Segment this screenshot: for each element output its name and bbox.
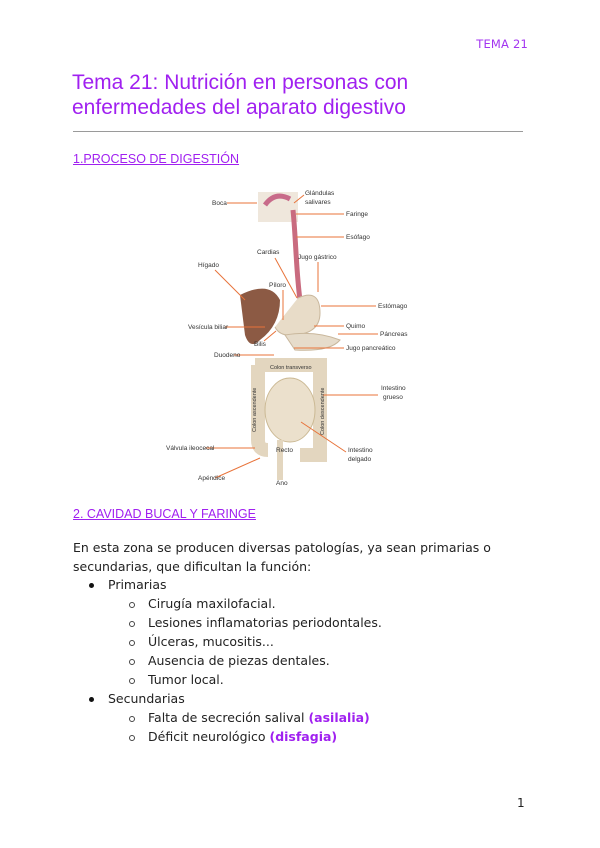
list-item: Ausencia de piezas dentales. — [129, 653, 330, 668]
list-item: Úlceras, mucositis... — [129, 634, 274, 649]
label-salivares: salivares — [305, 199, 331, 206]
label-boca: Boca — [212, 200, 227, 207]
label-intestino-delgado: Intestino — [348, 447, 373, 454]
list-text: Falta de secreción salival — [148, 710, 309, 725]
list-text: Cirugía maxilofacial. — [148, 596, 276, 611]
highlight-term: (disfagia) — [269, 729, 338, 744]
label-valvula-ileocecal: Válvula ileocecal — [166, 445, 215, 452]
list-item: Tumor local. — [129, 672, 224, 687]
header-topic-tag: TEMA 21 — [476, 37, 528, 51]
label-cardias: Cardias — [257, 249, 280, 256]
label-colon-ascendente: Colon ascendente — [252, 388, 258, 432]
intro-paragraph: En esta zona se producen diversas patolo… — [73, 540, 491, 574]
label-jugo-gastrico: Jugo gástrico — [298, 254, 337, 261]
label-ano: Ano — [276, 480, 288, 487]
label-glandulas: Glándulas — [305, 190, 335, 197]
label-colon-descendente: Colon descendente — [320, 388, 326, 435]
section-2-heading: 2. CAVIDAD BUCAL Y FARINGE — [73, 507, 256, 521]
label-delgado: delgado — [348, 456, 372, 463]
list-item: Déficit neurológico (disfagia) — [129, 729, 337, 744]
label-vesicula: Vesícula biliar — [188, 324, 229, 331]
label-apendice: Apéndice — [198, 475, 225, 482]
bullet-icon — [89, 697, 94, 702]
label-pancreas: Páncreas — [380, 331, 408, 338]
digestive-system-diagram: Boca Glándulas salivares Faringe Esófago… — [166, 190, 408, 487]
label-quimo: Quimo — [346, 323, 366, 330]
highlight-term: (asilalia) — [308, 710, 370, 725]
label-colon-transverso: Colon transverso — [270, 365, 312, 371]
label-recto: Recto — [276, 447, 293, 454]
label-duodeno: Duodeno — [214, 352, 241, 359]
label-esofago: Esófago — [346, 234, 370, 241]
list-item: Lesiones inflamatorias periodontales. — [129, 615, 382, 630]
list-label: Secundarias — [108, 691, 185, 706]
circle-bullet-icon — [129, 715, 135, 722]
list-item: Cirugía maxilofacial. — [129, 596, 276, 611]
page-number: 1 — [517, 796, 525, 810]
label-estomago: Estómago — [378, 303, 408, 310]
circle-bullet-icon — [129, 601, 135, 608]
label-bilis: Bilis — [254, 341, 267, 348]
bullet-icon — [89, 583, 94, 588]
title-line-1: Tema 21: Nutrición en personas con — [72, 71, 409, 94]
list-item: Falta de secreción salival (asilalia) — [129, 710, 370, 725]
label-arrows — [205, 194, 378, 479]
circle-bullet-icon — [129, 620, 135, 627]
label-faringe: Faringe — [346, 211, 368, 218]
page-title: Tema 21: Nutrición en personas con enfer… — [72, 70, 542, 120]
label-grueso: grueso — [383, 394, 403, 401]
list-text: Tumor local. — [148, 672, 224, 687]
list-text: Déficit neurológico — [148, 729, 270, 744]
divider — [73, 131, 523, 132]
title-line-2: enfermedades del aparato digestivo — [72, 96, 406, 119]
circle-bullet-icon — [129, 677, 135, 684]
list-item-primarias: Primarias — [89, 577, 167, 592]
list-item-secundarias: Secundarias — [89, 691, 185, 706]
section-1-heading: 1.PROCESO DE DIGESTIÓN — [73, 152, 240, 166]
organs — [240, 192, 341, 480]
label-jugo-pancreatico: Jugo pancreático — [346, 345, 396, 352]
circle-bullet-icon — [129, 734, 135, 741]
circle-bullet-icon — [129, 639, 135, 646]
list-text: Lesiones inflamatorias periodontales. — [148, 615, 382, 630]
list-label: Primarias — [108, 577, 167, 592]
label-higado: Hígado — [198, 262, 219, 269]
list-text: Úlceras, mucositis... — [148, 634, 274, 649]
label-intestino-grueso: Intestino — [381, 385, 406, 392]
list-text: Ausencia de piezas dentales. — [148, 653, 330, 668]
circle-bullet-icon — [129, 658, 135, 665]
label-piloro: Píloro — [269, 282, 286, 289]
